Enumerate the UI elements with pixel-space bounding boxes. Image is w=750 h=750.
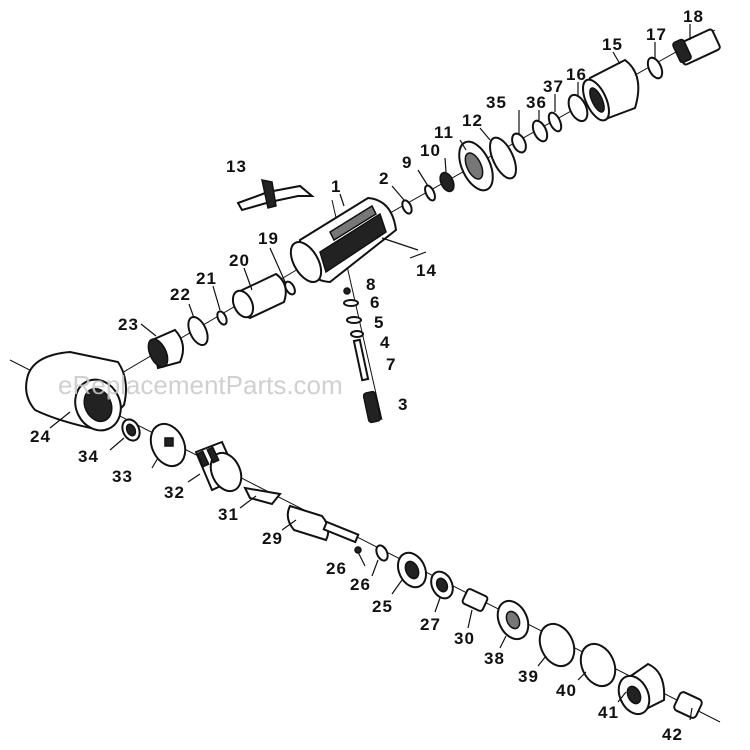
part-3-valve <box>362 390 382 424</box>
part-39-ring <box>538 622 576 668</box>
part-9-washer <box>424 184 436 202</box>
callout-12: 12 <box>462 111 483 130</box>
part-17-ring <box>646 56 664 80</box>
callout-27: 27 <box>420 615 441 634</box>
part-41-collar <box>617 662 666 716</box>
part-2-washer <box>401 199 413 215</box>
part-27-bearing <box>430 570 454 600</box>
part-22-ring <box>187 315 209 347</box>
callout-25: 25 <box>372 597 393 616</box>
watermark-text: eReplacementParts.com <box>58 370 343 400</box>
callout-34: 34 <box>78 447 99 466</box>
part-4 <box>350 330 364 338</box>
callout-19: 19 <box>258 229 279 248</box>
part-20-rotor <box>231 272 287 320</box>
part-7-valve-stem <box>352 338 370 382</box>
leader-lines <box>49 24 693 721</box>
callout-17: 17 <box>646 25 667 44</box>
part-12-ring <box>489 136 517 180</box>
callout-7: 7 <box>386 355 396 374</box>
callout-20: 20 <box>229 251 250 270</box>
callout-24: 24 <box>30 427 51 446</box>
part-32-cage <box>194 440 243 493</box>
callout-35: 35 <box>486 93 507 112</box>
callout-42: 42 <box>662 725 683 744</box>
part-6 <box>343 299 359 307</box>
part-24-head-housing <box>25 350 127 432</box>
part-36-ring <box>531 119 549 143</box>
callout-40: 40 <box>556 681 577 700</box>
part-35-ring <box>511 132 527 154</box>
part-31-pin <box>243 486 282 506</box>
part-40-ring <box>579 642 617 688</box>
callout-2: 2 <box>379 169 389 188</box>
callout-18: 18 <box>683 7 704 26</box>
callout-38: 38 <box>484 649 505 668</box>
part-21-ring <box>216 310 228 326</box>
callout-8: 8 <box>366 275 376 294</box>
part-16-washer <box>567 93 589 123</box>
callout-26a: 26 <box>326 559 347 578</box>
part-33-housing <box>149 422 187 468</box>
callout-6: 6 <box>370 293 380 312</box>
part-34-bearing <box>121 418 141 442</box>
part-11-end-plate <box>458 140 494 192</box>
part-26-ring <box>375 544 389 562</box>
callout-36: 36 <box>526 93 547 112</box>
part-42-bushing <box>673 691 703 719</box>
callout-21: 21 <box>196 269 217 288</box>
callout-14: 14 <box>416 261 437 280</box>
callout-26b: 26 <box>350 575 371 594</box>
callout-4: 4 <box>380 333 390 352</box>
callout-1: 1 <box>331 177 341 196</box>
part-37-ring <box>547 111 563 133</box>
callout-31: 31 <box>218 505 239 524</box>
callout-37: 37 <box>543 77 564 96</box>
part-1-motor-housing <box>289 196 419 284</box>
callout-32: 32 <box>164 483 185 502</box>
callout-33: 33 <box>112 467 133 486</box>
part-10-bearing <box>439 171 455 193</box>
callout-30: 30 <box>454 629 475 648</box>
callout-39: 39 <box>518 667 539 686</box>
part-8 <box>343 287 351 295</box>
valve-parts-stack <box>343 287 382 424</box>
part-38-sleeve <box>496 599 530 641</box>
part-25-gear <box>396 551 428 589</box>
callout-23: 23 <box>118 315 139 334</box>
part-23-bushing <box>147 328 185 370</box>
callout-16: 16 <box>566 65 587 84</box>
callout-9: 9 <box>402 153 412 172</box>
callout-41: 41 <box>598 703 619 722</box>
callout-13: 13 <box>226 157 247 176</box>
part-30-nut <box>461 588 489 612</box>
callout-numbers: 18 17 15 16 37 36 35 12 11 10 9 2 1 13 1… <box>30 7 704 744</box>
callout-29: 29 <box>262 529 283 548</box>
part-29-shaft <box>286 504 360 544</box>
callout-11: 11 <box>434 123 454 142</box>
part-5 <box>346 316 362 324</box>
part-18-air-inlet <box>672 28 721 66</box>
callout-15: 15 <box>602 35 623 54</box>
callout-3: 3 <box>398 395 408 414</box>
part-15-exhaust-cap <box>582 58 640 122</box>
callout-22: 22 <box>170 285 191 304</box>
callout-5: 5 <box>374 313 384 332</box>
callout-10: 10 <box>420 141 441 160</box>
part-13-lever <box>236 179 315 212</box>
